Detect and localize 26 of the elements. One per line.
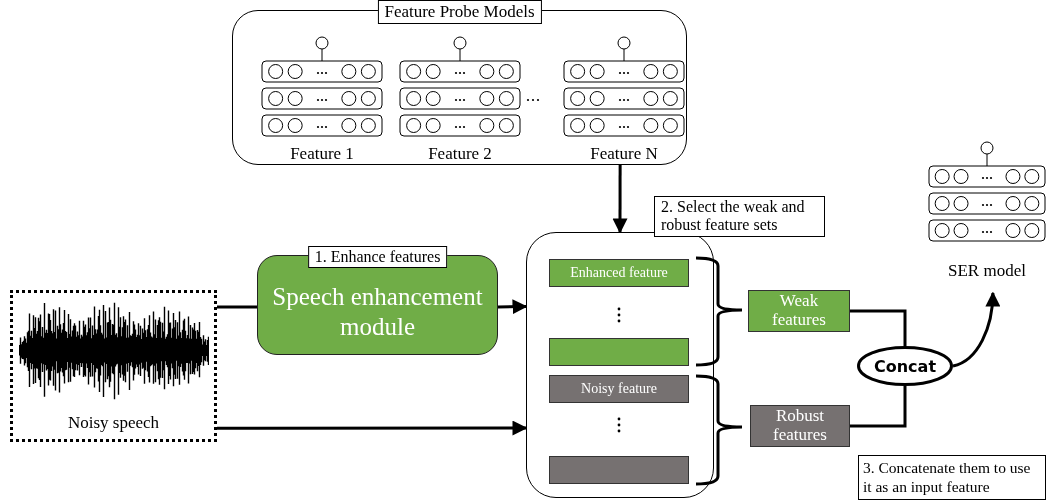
note-box: 3. Concatenate them to use it as an input feature xyxy=(858,455,1046,500)
input-box xyxy=(10,290,217,442)
input-label: Noisy speech xyxy=(67,414,160,433)
model-label: SER model xyxy=(948,262,1026,281)
feature-bar xyxy=(549,375,689,403)
arrow xyxy=(952,291,1000,368)
feature-box-label: Weak features xyxy=(771,292,827,330)
step-label: 2. Select the weak and robust feature sets xyxy=(654,196,825,237)
model-label: Feature 2 xyxy=(428,145,492,164)
feature-box xyxy=(750,405,850,447)
feature-bar xyxy=(549,338,689,366)
arrow xyxy=(217,420,528,436)
bar-label: Enhanced feature xyxy=(570,265,668,281)
ellipse-label: Concat xyxy=(873,356,937,376)
group-title: Feature Probe Models xyxy=(377,0,542,24)
step-label: 1. Enhance features xyxy=(307,246,448,269)
arrow xyxy=(612,165,628,234)
bar-label: Noisy feature xyxy=(581,381,657,397)
arrow xyxy=(497,299,528,315)
feature-box xyxy=(748,290,850,332)
model-label: Feature 1 xyxy=(290,145,354,164)
process-title: Speech enhancement module xyxy=(271,282,484,342)
feature-bar xyxy=(549,456,689,484)
model-label: Feature N xyxy=(590,145,658,164)
feature-bar xyxy=(549,259,689,287)
feature-box-label: Robust features xyxy=(772,407,828,445)
